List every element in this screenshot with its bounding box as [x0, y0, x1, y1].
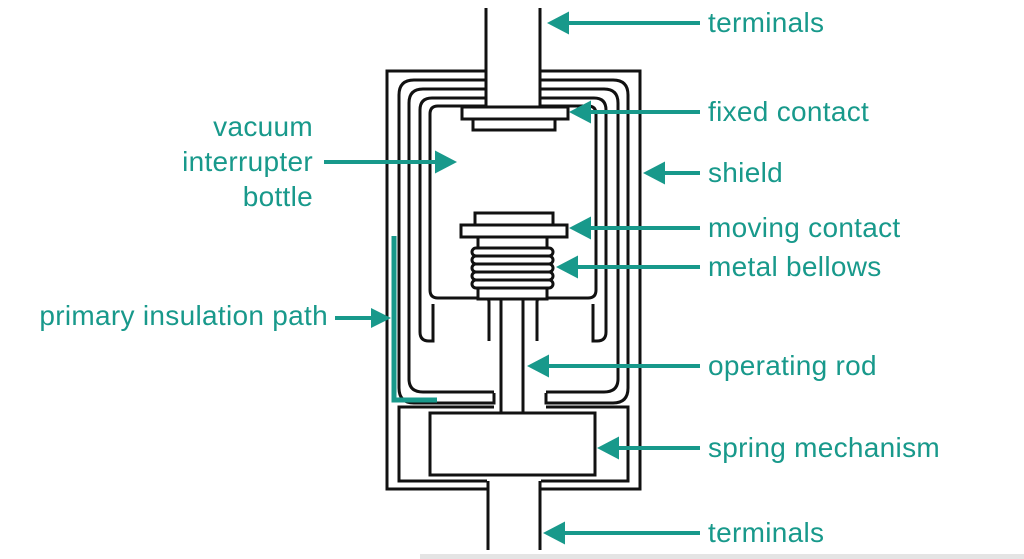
label-vacuum-interrupter-bottle: vacuum interrupter bottle	[182, 109, 313, 214]
label-shield: shield	[708, 157, 783, 188]
primary-insulation-path-line	[391, 236, 437, 403]
label-bottle-line: bottle	[242, 181, 313, 212]
label-vacuum-line: vacuum	[213, 111, 313, 142]
moving-contact-arrow	[569, 216, 700, 240]
label-spring-mechanism: spring mechanism	[708, 432, 940, 463]
bottle-wall-inner	[407, 87, 494, 394]
spring-mechanism-box	[428, 411, 597, 477]
label-primary-insulation-path: primary insulation path	[39, 300, 328, 331]
metal-bellows-ribs	[470, 246, 555, 290]
label-metal-bellows: metal bellows	[708, 251, 882, 282]
label-operating-rod: operating rod	[708, 350, 877, 381]
bottle-wall-outer	[397, 78, 496, 405]
primary-insulation-arrow	[335, 308, 391, 328]
fixed-contact-plate-lower	[471, 117, 557, 132]
label-terminals-top: terminals	[708, 7, 825, 38]
label-moving-contact: moving contact	[708, 212, 901, 243]
operating-rod-arrow	[527, 354, 700, 378]
shield-arrow	[643, 161, 700, 185]
terminals-top-arrow	[547, 11, 700, 35]
spring-mechanism-arrow	[597, 436, 700, 460]
label-terminals-bottom: terminals	[708, 517, 825, 548]
shield-wall	[418, 96, 486, 343]
fixed-contact-arrow	[569, 100, 700, 124]
moving-contact-upper-plate	[473, 211, 555, 227]
outer-case	[385, 69, 488, 491]
metal-bellows-arrow	[556, 255, 700, 279]
bottle-wall-inner	[540, 87, 620, 394]
bottle-wall-outer	[540, 78, 630, 405]
shield-wall	[540, 96, 608, 343]
schematic-linework	[385, 8, 642, 550]
label-fixed-contact: fixed contact	[708, 96, 870, 127]
label-interrupter-line: interrupter	[182, 146, 313, 177]
moving-contact-neck	[476, 235, 549, 250]
callout-arrows	[324, 11, 700, 545]
outer-case	[540, 69, 642, 491]
terminals-bottom-arrow	[543, 521, 700, 545]
bottom-edge-artifact	[420, 554, 1024, 559]
mechanism-housing	[397, 405, 494, 483]
moving-contact-plate	[459, 223, 569, 239]
fixed-contact-plate	[460, 105, 570, 121]
bellows-base-block	[476, 286, 549, 301]
vacuum-bottle-arrow	[324, 150, 457, 174]
mechanism-housing	[541, 405, 630, 483]
